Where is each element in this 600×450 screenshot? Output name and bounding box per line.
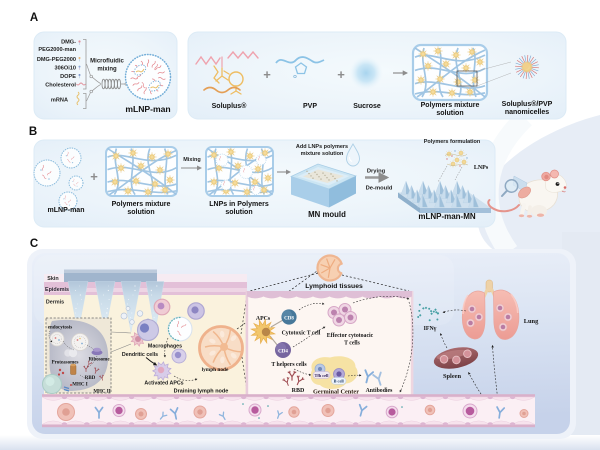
svg-text:endocytosis: endocytosis <box>48 326 73 331</box>
svg-text:Proteasomes: Proteasomes <box>52 361 79 366</box>
svg-text:T helpers cells: T helpers cells <box>271 362 307 368</box>
svg-text:PEG2000-man: PEG2000-man <box>38 47 76 53</box>
svg-text:mLNP-man: mLNP-man <box>48 207 85 214</box>
svg-text:mixture solution: mixture solution <box>301 151 344 157</box>
svg-text:APCs: APCs <box>256 316 271 322</box>
svg-text:Cytotoxic T cell: Cytotoxic T cell <box>282 331 321 337</box>
svg-text:RBD: RBD <box>292 388 305 394</box>
svg-text:+: + <box>90 169 98 184</box>
svg-text:MHC II: MHC II <box>93 390 110 395</box>
svg-text:mRNA: mRNA <box>51 98 68 104</box>
svg-text:+: + <box>337 67 345 82</box>
svg-text:B cell: B cell <box>334 379 345 384</box>
svg-text:LNPs in Polymers: LNPs in Polymers <box>209 201 269 208</box>
svg-text:A: A <box>30 12 38 24</box>
svg-text:DMG-: DMG- <box>61 40 76 46</box>
svg-text:Dendritic cells: Dendritic cells <box>122 352 158 358</box>
svg-text:LNPs: LNPs <box>474 165 489 171</box>
svg-text:mLNP-man: mLNP-man <box>125 104 170 114</box>
svg-text:Epidemis: Epidemis <box>45 287 69 293</box>
svg-text:Polymers mixture: Polymers mixture <box>112 201 171 208</box>
svg-text:Lymphoid tissues: Lymphoid tissues <box>305 283 363 290</box>
svg-text:RBD: RBD <box>85 376 96 381</box>
svg-text:Skin: Skin <box>47 276 58 282</box>
svg-text:Cholesterol: Cholesterol <box>45 83 76 89</box>
svg-text:Draining lymph node: Draining lymph node <box>174 389 229 395</box>
svg-text:Polymers formulation: Polymers formulation <box>424 139 481 145</box>
svg-text:MN mould: MN mould <box>308 210 346 219</box>
svg-text:T cells: T cells <box>344 341 361 347</box>
svg-text:DMG-PEG2000: DMG-PEG2000 <box>37 57 76 63</box>
svg-text:Microfluidic: Microfluidic <box>90 59 124 65</box>
svg-text:solution: solution <box>127 209 154 216</box>
svg-text:De-mould: De-mould <box>366 186 393 192</box>
svg-text:MHC I: MHC I <box>72 383 87 388</box>
svg-text:C: C <box>30 238 38 250</box>
svg-text:Macrophages: Macrophages <box>148 344 182 350</box>
svg-text:mixing: mixing <box>97 67 117 73</box>
svg-text:306Oi10: 306Oi10 <box>55 66 76 72</box>
svg-text:Germinal Center: Germinal Center <box>313 389 359 396</box>
svg-text:Lung: Lung <box>524 318 539 325</box>
svg-text:Spleen: Spleen <box>443 373 462 380</box>
svg-text:solution: solution <box>225 209 252 216</box>
svg-text:Mixing: Mixing <box>183 157 200 163</box>
svg-text:IFNγ: IFNγ <box>424 326 437 332</box>
svg-text:PVP: PVP <box>303 103 317 110</box>
svg-text:Antibodies: Antibodies <box>366 388 393 394</box>
svg-text:O: O <box>293 74 297 79</box>
svg-text:mLNP-man-MN: mLNP-man-MN <box>418 212 476 221</box>
svg-text:B: B <box>29 126 37 138</box>
svg-text:Dermis: Dermis <box>46 300 64 306</box>
svg-text:Sucrose: Sucrose <box>353 103 381 110</box>
svg-text:CD4: CD4 <box>278 349 288 354</box>
svg-text:Soluplus®/PVP: Soluplus®/PVP <box>502 100 553 108</box>
svg-text:Polymers mixture: Polymers mixture <box>421 102 480 109</box>
svg-text:solution: solution <box>436 110 463 117</box>
svg-text:Ribosome: Ribosome <box>88 358 110 363</box>
svg-text:Add LNPs polymers: Add LNPs polymers <box>296 144 348 150</box>
svg-text:lymph node: lymph node <box>202 367 229 373</box>
svg-text:Activated APCs: Activated APCs <box>144 381 183 387</box>
svg-text:Drying: Drying <box>367 169 386 175</box>
svg-text:Tfh cell: Tfh cell <box>315 373 330 378</box>
svg-text:DOPE: DOPE <box>60 74 76 80</box>
svg-text:nanomicelles: nanomicelles <box>505 109 549 116</box>
svg-text:+: + <box>263 67 271 82</box>
svg-text:Effector cytotoacic: Effector cytotoacic <box>327 333 374 339</box>
svg-text:Soluplus®: Soluplus® <box>212 102 248 110</box>
svg-text:CD8: CD8 <box>284 316 294 321</box>
